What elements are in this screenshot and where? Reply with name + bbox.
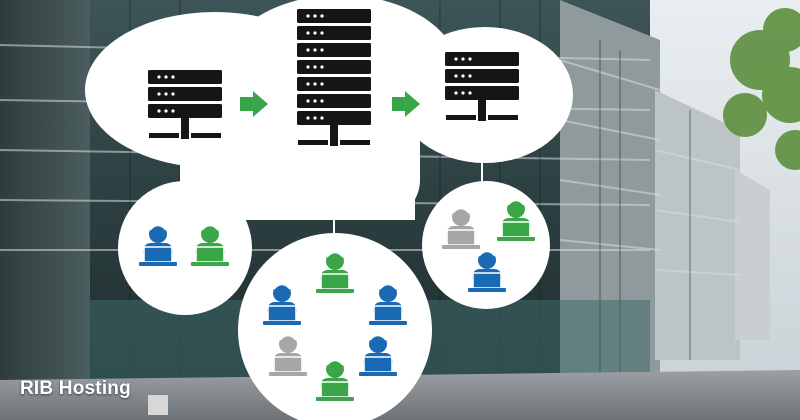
- arrow-right-icon: [392, 91, 420, 117]
- user-group-bubble: [118, 181, 252, 315]
- tree-foliage: [723, 8, 800, 170]
- brand-caption: RIB Hosting: [20, 378, 131, 399]
- arrow-right-icon: [240, 91, 268, 117]
